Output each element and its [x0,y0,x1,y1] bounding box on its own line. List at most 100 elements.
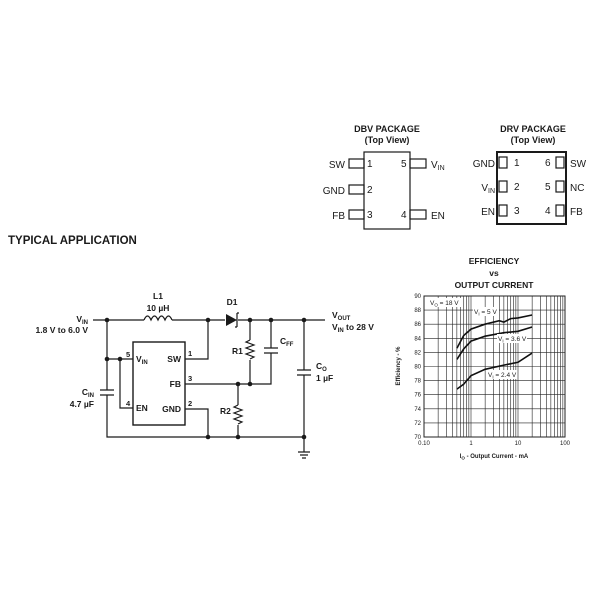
drv-pad [498,180,508,193]
vo-annotation: VO = 18 V [430,300,459,308]
x-axis-label: IO - Output Current - mA [460,454,529,461]
schematic-wires [93,319,325,452]
vout-range: VIN to 28 V [332,322,374,334]
label-background [497,334,527,343]
y-tick-label: 86 [414,322,421,328]
label-background [473,307,499,316]
co-label: CO [316,361,327,373]
drv-subtitle: (Top View) [511,135,556,145]
inductor-l1-symbol [143,315,173,322]
drv-pad [498,156,508,169]
x-tick-label: 10 [515,441,522,447]
y-tick-label: 84 [414,336,421,342]
cin-label: CIN [82,387,94,399]
drv-pad [555,156,565,169]
dbv-pin-label: VIN [431,160,445,172]
dbv-pin-stub [348,209,365,220]
series-label: VI = 3.6 V [498,336,527,344]
chart-series [456,314,533,390]
ic-pin-num: 3 [188,374,192,383]
dbv-pin-stub [348,158,365,169]
vin-label: VIN [76,314,88,326]
drv-pin-label: FB [570,207,583,218]
chart-title-line: OUTPUT CURRENT [455,280,535,290]
l1-value: 10 µH [147,303,170,313]
series-label: VI = 5 V [474,309,497,317]
dbv-pin-label: EN [431,211,445,222]
d1-label: D1 [227,297,238,307]
chart-title-line: EFFICIENCY [469,256,520,266]
series-label: VI = 2.4 V [488,372,517,380]
ic-pin-label: EN [136,403,148,413]
resistor-r1-symbol [244,339,256,360]
capacitor-cff-symbol [264,347,278,354]
drv-pin-num: 5 [545,182,551,193]
x-tick-label: 100 [560,441,571,447]
chart-grid [423,295,566,438]
dbv-pin-num: 2 [367,185,373,196]
y-tick-label: 70 [414,435,421,441]
drv-pad [555,204,565,217]
drv-package-diagram: DRV PACKAGE (Top View) 1 2 3 4 5 6 GND V… [473,124,587,225]
drv-pin-label: SW [570,159,587,170]
label-background [429,298,461,307]
l1-label: L1 [153,291,163,301]
drv-title: DRV PACKAGE [500,124,566,134]
ic-pin-num: 5 [126,350,130,359]
dbv-pin-num: 5 [401,159,407,170]
dbv-package-diagram: DBV PACKAGE (Top View) 1 2 3 4 5 SW GND … [323,124,445,230]
y-tick-label: 88 [414,308,421,314]
dbv-pin-stub [348,184,365,195]
drv-pin-label: VIN [481,183,495,195]
vout-label: VOUT [332,310,351,322]
cin-value: 4.7 µF [70,399,94,409]
ic-pin-label: SW [167,354,182,364]
label-background [487,370,517,379]
vin-range: 1.8 V to 6.0 V [36,325,89,335]
y-tick-label: 76 [414,393,421,399]
drv-pin-label: GND [473,159,495,170]
diode-d1-symbol [226,312,239,328]
r2-label: R2 [220,406,231,416]
y-tick-label: 82 [414,350,421,356]
x-tick-label: 1 [469,441,473,447]
ic-pin-label: FB [170,379,181,389]
x-tick-label: 0.10 [418,441,430,447]
dbv-pin-num: 4 [401,210,407,221]
dbv-title: DBV PACKAGE [354,124,420,134]
drv-pin-num: 2 [514,182,520,193]
series-line [456,326,533,360]
ic-body [132,341,186,426]
drv-pin-label: NC [570,183,584,194]
dbv-pin-label: FB [332,211,345,222]
ic-pin-num: 1 [188,349,192,358]
section-title: TYPICAL APPLICATION [8,235,137,247]
y-tick-label: 78 [414,379,421,385]
drv-pin-num: 4 [545,206,551,217]
ic-pin-label: VIN [136,354,148,366]
resistor-r2-symbol [232,404,244,425]
y-tick-label: 72 [414,421,421,427]
drv-pin-num: 3 [514,206,520,217]
junction-dots [104,317,307,440]
y-axis-label: Efficiency - % [396,346,402,386]
capacitor-co-symbol [297,369,311,376]
dbv-pin-label: GND [323,186,345,197]
drv-pad [555,180,565,193]
drv-body [496,151,567,225]
dbv-subtitle: (Top View) [365,135,410,145]
ground-symbol [298,451,310,459]
y-tick-label: 80 [414,365,421,371]
drv-pad [498,204,508,217]
drv-pin-num: 6 [545,158,551,169]
drv-pin-label: EN [481,207,495,218]
ic-pin-num: 2 [188,399,192,408]
application-schematic: VIN 1.8 V to 6.0 V L1 10 µH D1 R1 R2 CFF… [36,291,374,459]
dbv-pin-label: SW [329,160,346,171]
ic-pin-num: 4 [126,399,131,408]
chart-labels: VO = 18 V VI = 5 V VI = 3.6 V VI = 2.4 V [429,298,527,380]
series-line [456,314,533,349]
co-value: 1 µF [316,373,333,383]
dbv-pin-stub [409,209,427,220]
